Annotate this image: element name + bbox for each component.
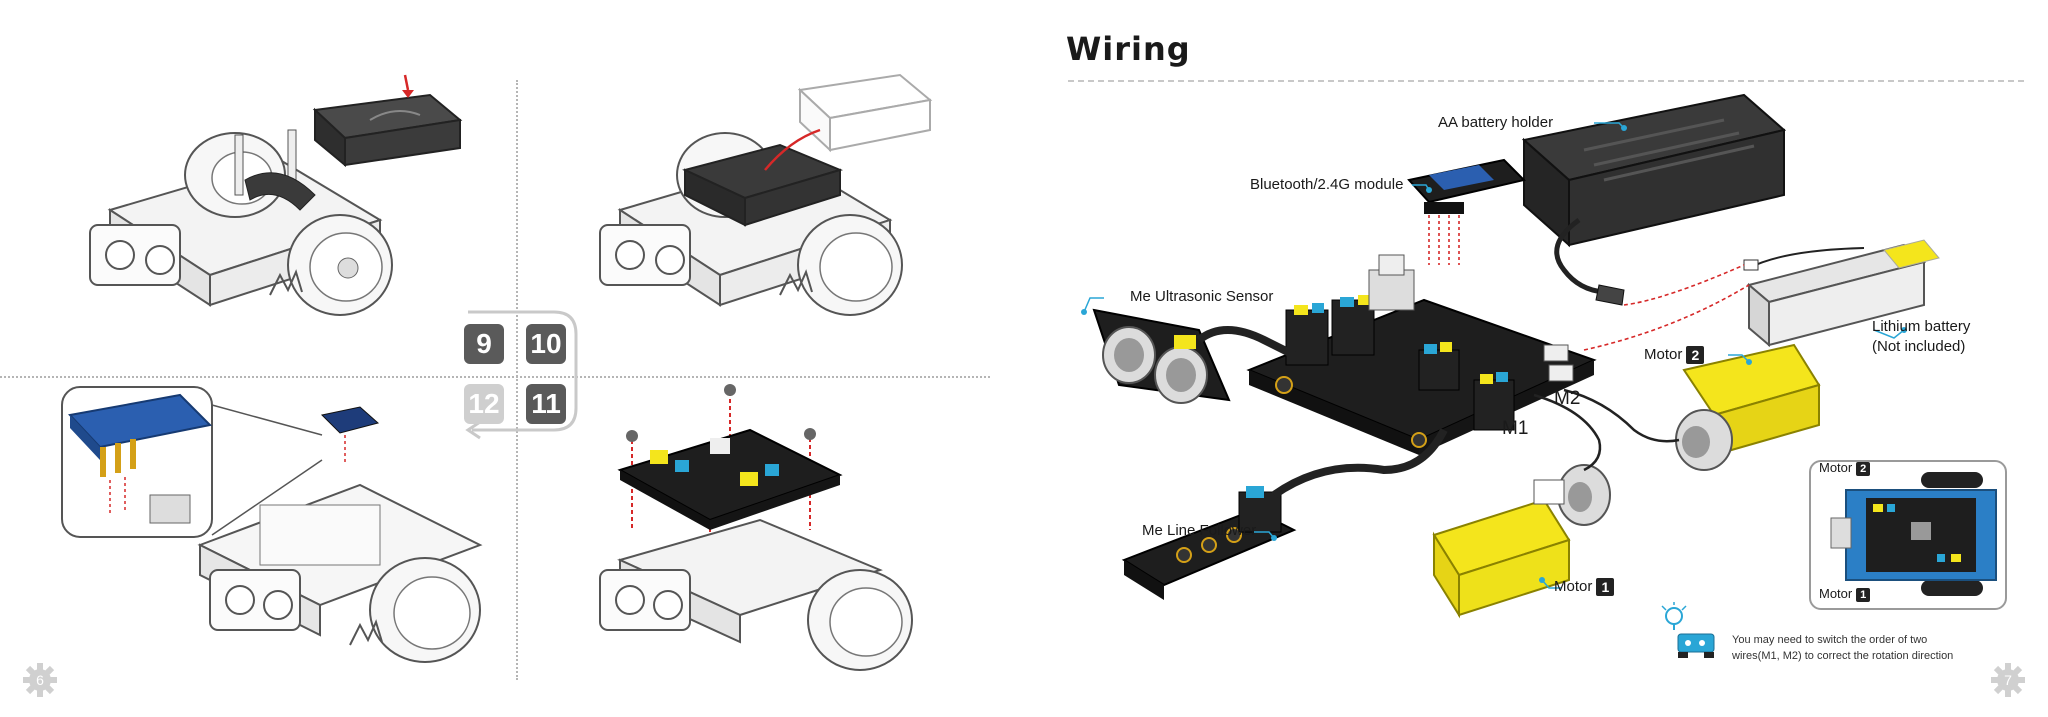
motor-1-badge: 1 [1596, 578, 1615, 597]
page-title: Wiring [1066, 30, 1191, 68]
gear-icon: 6 [22, 662, 58, 698]
step-sequence: 9 10 12 11 [448, 308, 580, 444]
motor-2-badge: 2 [1686, 346, 1705, 365]
rotation-note: You may need to switch the order of two … [1732, 632, 2002, 664]
wiring-diagram [1081, 93, 1940, 619]
wiring-page: Wiring [1024, 0, 2048, 717]
label-ultrasonic-sensor: Me Ultrasonic Sensor [1130, 288, 1274, 305]
motor-1-art [1432, 393, 1611, 619]
label-m2: M2 [1554, 388, 1581, 409]
bluetooth-module-art [1407, 158, 1526, 265]
step-number-9: 9 [464, 324, 504, 364]
step-10-illustration [560, 60, 980, 350]
page-number-right: 7 [2004, 672, 2012, 688]
line-follower-art [1121, 428, 1448, 600]
motor-2-art [1563, 343, 1821, 471]
step-11-illustration [560, 380, 980, 690]
assembly-page: 9 10 12 11 [0, 60, 990, 698]
leader-lines [1083, 122, 1905, 589]
step-9-illustration [50, 60, 470, 350]
step-12-illustration [60, 385, 500, 695]
vertical-divider [516, 80, 518, 680]
page-number-left: 6 [36, 672, 44, 688]
note-line-1: You may need to switch the order of two [1732, 634, 1928, 646]
step-number-11: 11 [526, 384, 566, 424]
note-line-2: wires(M1, M2) to correct the rotation di… [1732, 650, 1954, 662]
label-m1: M1 [1502, 418, 1529, 439]
motor-1-text: Motor [1554, 578, 1593, 595]
label-lithium-battery: Lithium battery [1872, 318, 1971, 335]
tip-illustration [1656, 602, 1726, 667]
robot-icon [1677, 633, 1715, 658]
inset-motor-2-badge: 2 [1856, 461, 1871, 476]
label-line-follower: Me Line Follower [1142, 522, 1257, 539]
horizontal-divider [0, 376, 990, 378]
inset-motor-2-text: Motor [1819, 460, 1853, 475]
inset-motor-1-badge: 1 [1856, 587, 1871, 602]
gear-icon: 7 [1990, 662, 2026, 698]
ultrasonic-sensor-art [1092, 308, 1296, 404]
lightbulb-icon [1661, 602, 1687, 630]
step-number-12: 12 [464, 384, 504, 424]
aa-battery-holder-art [1521, 93, 1787, 306]
label-not-included: (Not included) [1872, 338, 1966, 355]
title-underline [1068, 80, 2024, 82]
label-aa-battery-holder: AA battery holder [1438, 114, 1554, 131]
step-number-10: 10 [526, 324, 566, 364]
label-bluetooth-module: Bluetooth/2.4G module [1250, 176, 1404, 193]
mainboard-art [1246, 254, 1597, 455]
lithium-battery-art [1743, 239, 1940, 348]
inset-motor-1-text: Motor [1819, 586, 1853, 601]
motor-2-text: Motor [1644, 346, 1683, 363]
